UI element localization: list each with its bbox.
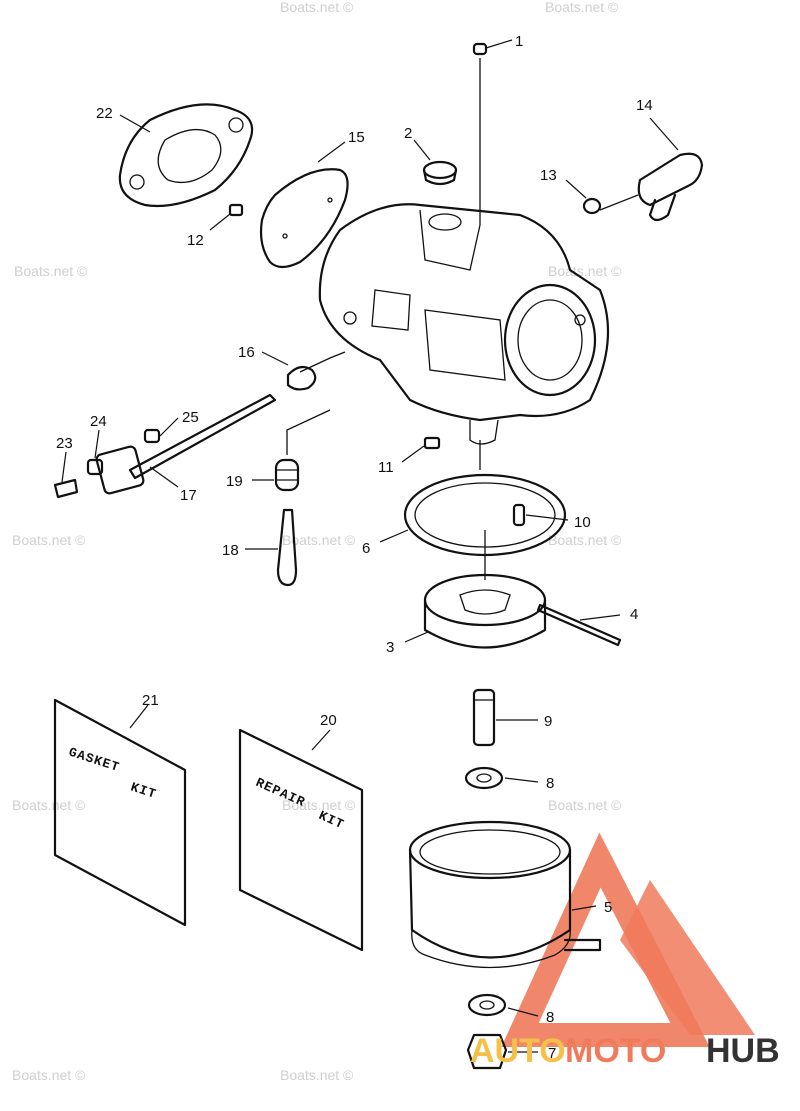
callout-11: 11 <box>378 459 394 476</box>
part-19-spring <box>274 409 331 492</box>
watermark: Boats.net © <box>545 0 619 15</box>
watermark: Boats.net © <box>548 532 622 548</box>
callout-4: 4 <box>630 606 638 623</box>
callout-labels: 1 2 3 4 5 6 7 8 9 10 11 12 13 14 15 16 1… <box>56 33 653 1062</box>
part-24-bushing <box>86 458 104 476</box>
watermark: Boats.net © <box>282 797 356 813</box>
part-11-screw <box>423 436 441 450</box>
part-1-plug <box>472 42 488 225</box>
part-12-screw <box>228 203 244 217</box>
part-23-screw <box>53 478 79 499</box>
callout-12: 12 <box>187 232 204 249</box>
carburetor-body <box>318 203 610 470</box>
callout-6: 6 <box>362 540 370 557</box>
callout-15: 15 <box>348 129 365 146</box>
gasket-kit-label-1: GASKET <box>67 745 122 776</box>
watermarks: Boats.net © Boats.net © Boats.net © Boat… <box>12 0 622 1083</box>
part-4-pin <box>536 603 622 647</box>
leader-lines <box>61 39 679 1053</box>
callout-13: 13 <box>540 167 557 184</box>
callout-10: 10 <box>574 514 591 531</box>
callout-1: 1 <box>515 33 523 50</box>
part-13-washer <box>582 197 602 215</box>
logo-text-auto: AUTO <box>470 1032 566 1070</box>
watermark: Boats.net © <box>12 1067 86 1083</box>
watermark: Boats.net © <box>12 532 86 548</box>
part-8-washer <box>464 766 504 790</box>
part-18-needle <box>276 508 298 587</box>
callout-7: 7 <box>548 1045 556 1062</box>
part-9-jet <box>472 688 496 747</box>
callout-23: 23 <box>56 435 73 452</box>
callout-8: 8 <box>546 775 554 792</box>
part-15-plate <box>259 168 349 269</box>
callout-2: 2 <box>404 125 412 142</box>
part-10-inlet-needle <box>512 503 526 527</box>
callout-21: 21 <box>142 692 159 709</box>
watermark: Boats.net © <box>280 0 354 15</box>
watermark: Boats.net © <box>12 797 86 813</box>
callout-19: 19 <box>226 473 243 490</box>
callout-17: 17 <box>180 487 197 504</box>
part-7-nut <box>466 1033 508 1070</box>
part-2-cap <box>422 160 458 186</box>
callout-16: 16 <box>238 344 255 361</box>
part-3-float <box>423 530 547 649</box>
logo-text-moto: MOTO <box>565 1032 666 1070</box>
logo-text-hub: HUB <box>706 1032 780 1070</box>
callout-18: 18 <box>222 542 239 559</box>
watermark: Boats.net © <box>282 532 356 548</box>
callout-20: 20 <box>320 712 337 729</box>
part-16-spring <box>286 351 346 391</box>
part-20-repair-kit: REPAIR KIT <box>238 728 364 952</box>
callout-24: 24 <box>90 413 107 430</box>
callout-25: 25 <box>182 409 199 426</box>
automotohub-logo-mark <box>501 832 755 1047</box>
watermark: Boats.net © <box>548 797 622 813</box>
gasket-kit-label-2: KIT <box>129 780 159 802</box>
part-14-fitting <box>599 152 704 222</box>
callout-22: 22 <box>96 105 113 122</box>
watermark: Boats.net © <box>280 1067 354 1083</box>
callout-5: 5 <box>604 899 612 916</box>
callout-9: 9 <box>544 713 552 730</box>
callout-14: 14 <box>636 97 653 114</box>
part-25-nut <box>143 428 161 444</box>
part-17-shaft <box>95 393 277 495</box>
part-5-float-bowl <box>408 820 602 969</box>
callout-3: 3 <box>386 639 394 656</box>
callout-8-lower: 8 <box>546 1009 554 1026</box>
part-22-flange-gasket <box>118 103 254 208</box>
watermark: Boats.net © <box>14 263 88 279</box>
automotohub-logo-text: AUTO MOTO HUB <box>470 1032 780 1070</box>
repair-kit-label-1: REPAIR <box>253 775 307 810</box>
watermark: Boats.net © <box>548 263 622 279</box>
part-8-washer-lower <box>467 993 507 1017</box>
